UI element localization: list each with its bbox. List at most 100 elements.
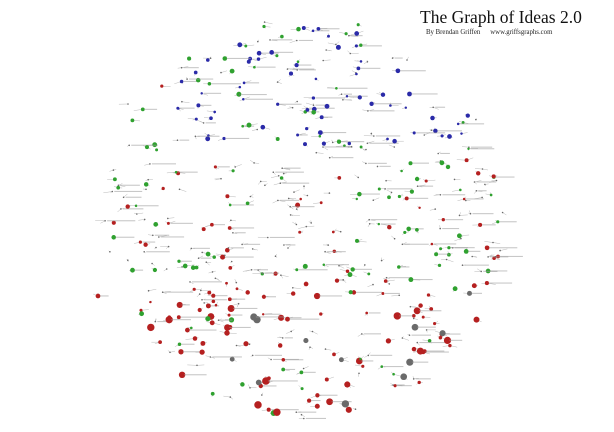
idea-node[interactable]	[176, 301, 183, 308]
idea-node[interactable]	[463, 249, 469, 254]
idea-node[interactable]	[380, 92, 386, 97]
idea-node[interactable]	[400, 373, 408, 381]
idea-node[interactable]	[409, 189, 414, 194]
idea-node[interactable]	[423, 134, 426, 136]
idea-node[interactable]	[430, 242, 434, 246]
idea-node[interactable]	[139, 311, 145, 317]
idea-node[interactable]	[262, 377, 270, 385]
idea-node[interactable]	[406, 226, 411, 232]
idea-node[interactable]	[393, 384, 397, 388]
idea-node[interactable]	[145, 188, 147, 191]
idea-node[interactable]	[116, 185, 121, 190]
idea-node[interactable]	[261, 313, 265, 316]
idea-node[interactable]	[409, 305, 412, 308]
idea-node[interactable]	[237, 302, 240, 305]
idea-node[interactable]	[176, 139, 179, 141]
idea-node[interactable]	[130, 267, 135, 273]
idea-node[interactable]	[354, 44, 358, 48]
idea-node[interactable]	[104, 220, 106, 222]
idea-node[interactable]	[303, 281, 309, 287]
idea-node[interactable]	[426, 293, 431, 297]
idea-node[interactable]	[210, 222, 214, 227]
idea-node[interactable]	[305, 126, 309, 131]
idea-node[interactable]	[499, 249, 501, 252]
idea-node[interactable]	[501, 211, 504, 214]
idea-node[interactable]	[165, 316, 173, 324]
idea-node[interactable]	[367, 110, 369, 112]
idea-node[interactable]	[139, 308, 143, 312]
idea-node[interactable]	[311, 330, 314, 333]
idea-node[interactable]	[393, 237, 396, 240]
idea-node[interactable]	[120, 208, 122, 210]
idea-node[interactable]	[176, 315, 181, 320]
idea-node[interactable]	[387, 195, 391, 200]
idea-node[interactable]	[383, 279, 388, 283]
idea-node[interactable]	[153, 222, 159, 227]
idea-node[interactable]	[143, 251, 145, 253]
idea-node[interactable]	[336, 139, 342, 144]
idea-node[interactable]	[229, 68, 235, 74]
idea-node[interactable]	[262, 24, 266, 29]
idea-node[interactable]	[361, 333, 363, 335]
idea-node[interactable]	[261, 394, 263, 396]
idea-node[interactable]	[475, 171, 481, 176]
idea-node[interactable]	[205, 303, 211, 309]
idea-node[interactable]	[348, 290, 353, 295]
idea-node[interactable]	[361, 364, 365, 368]
idea-node[interactable]	[224, 324, 231, 331]
idea-node[interactable]	[452, 286, 458, 292]
idea-node[interactable]	[193, 70, 198, 75]
idea-node[interactable]	[338, 264, 340, 267]
idea-node[interactable]	[417, 380, 421, 385]
idea-node[interactable]	[467, 147, 470, 151]
idea-node[interactable]	[439, 194, 442, 196]
idea-node[interactable]	[484, 245, 490, 251]
idea-node[interactable]	[136, 213, 138, 215]
idea-node[interactable]	[433, 322, 437, 326]
idea-node[interactable]	[313, 292, 321, 300]
idea-node[interactable]	[261, 272, 264, 275]
idea-node[interactable]	[465, 199, 467, 202]
idea-node[interactable]	[487, 256, 489, 258]
idea-node[interactable]	[430, 129, 433, 131]
idea-node[interactable]	[314, 403, 320, 409]
idea-node[interactable]	[324, 377, 329, 382]
idea-node[interactable]	[181, 100, 183, 103]
idea-node[interactable]	[246, 122, 252, 128]
idea-node[interactable]	[200, 289, 202, 292]
idea-node[interactable]	[275, 137, 280, 141]
idea-node[interactable]	[437, 152, 440, 155]
idea-node[interactable]	[174, 170, 178, 174]
idea-node[interactable]	[391, 57, 394, 59]
idea-node[interactable]	[194, 265, 199, 270]
idea-node[interactable]	[481, 196, 483, 199]
idea-node[interactable]	[445, 164, 451, 170]
idea-node[interactable]	[357, 95, 362, 100]
idea-node[interactable]	[305, 225, 308, 228]
idea-node[interactable]	[279, 176, 284, 180]
idea-node[interactable]	[489, 193, 493, 197]
idea-node[interactable]	[194, 135, 197, 138]
idea-node[interactable]	[322, 146, 324, 148]
idea-node[interactable]	[296, 100, 299, 103]
idea-node[interactable]	[460, 237, 462, 240]
idea-node[interactable]	[390, 191, 393, 194]
idea-node[interactable]	[251, 248, 254, 250]
idea-node[interactable]	[318, 134, 322, 138]
idea-node[interactable]	[249, 195, 252, 198]
idea-node[interactable]	[239, 93, 241, 96]
idea-node[interactable]	[319, 115, 324, 120]
idea-node[interactable]	[192, 336, 198, 341]
idea-node[interactable]	[384, 188, 386, 190]
idea-node[interactable]	[365, 148, 367, 151]
idea-node[interactable]	[109, 251, 111, 253]
idea-node[interactable]	[207, 290, 212, 295]
idea-node[interactable]	[484, 281, 489, 286]
idea-node[interactable]	[140, 107, 145, 112]
idea-node[interactable]	[205, 251, 211, 257]
idea-node[interactable]	[276, 81, 279, 83]
idea-node[interactable]	[213, 110, 217, 114]
idea-node[interactable]	[242, 98, 245, 101]
idea-node[interactable]	[354, 408, 357, 411]
idea-node[interactable]	[309, 346, 311, 349]
